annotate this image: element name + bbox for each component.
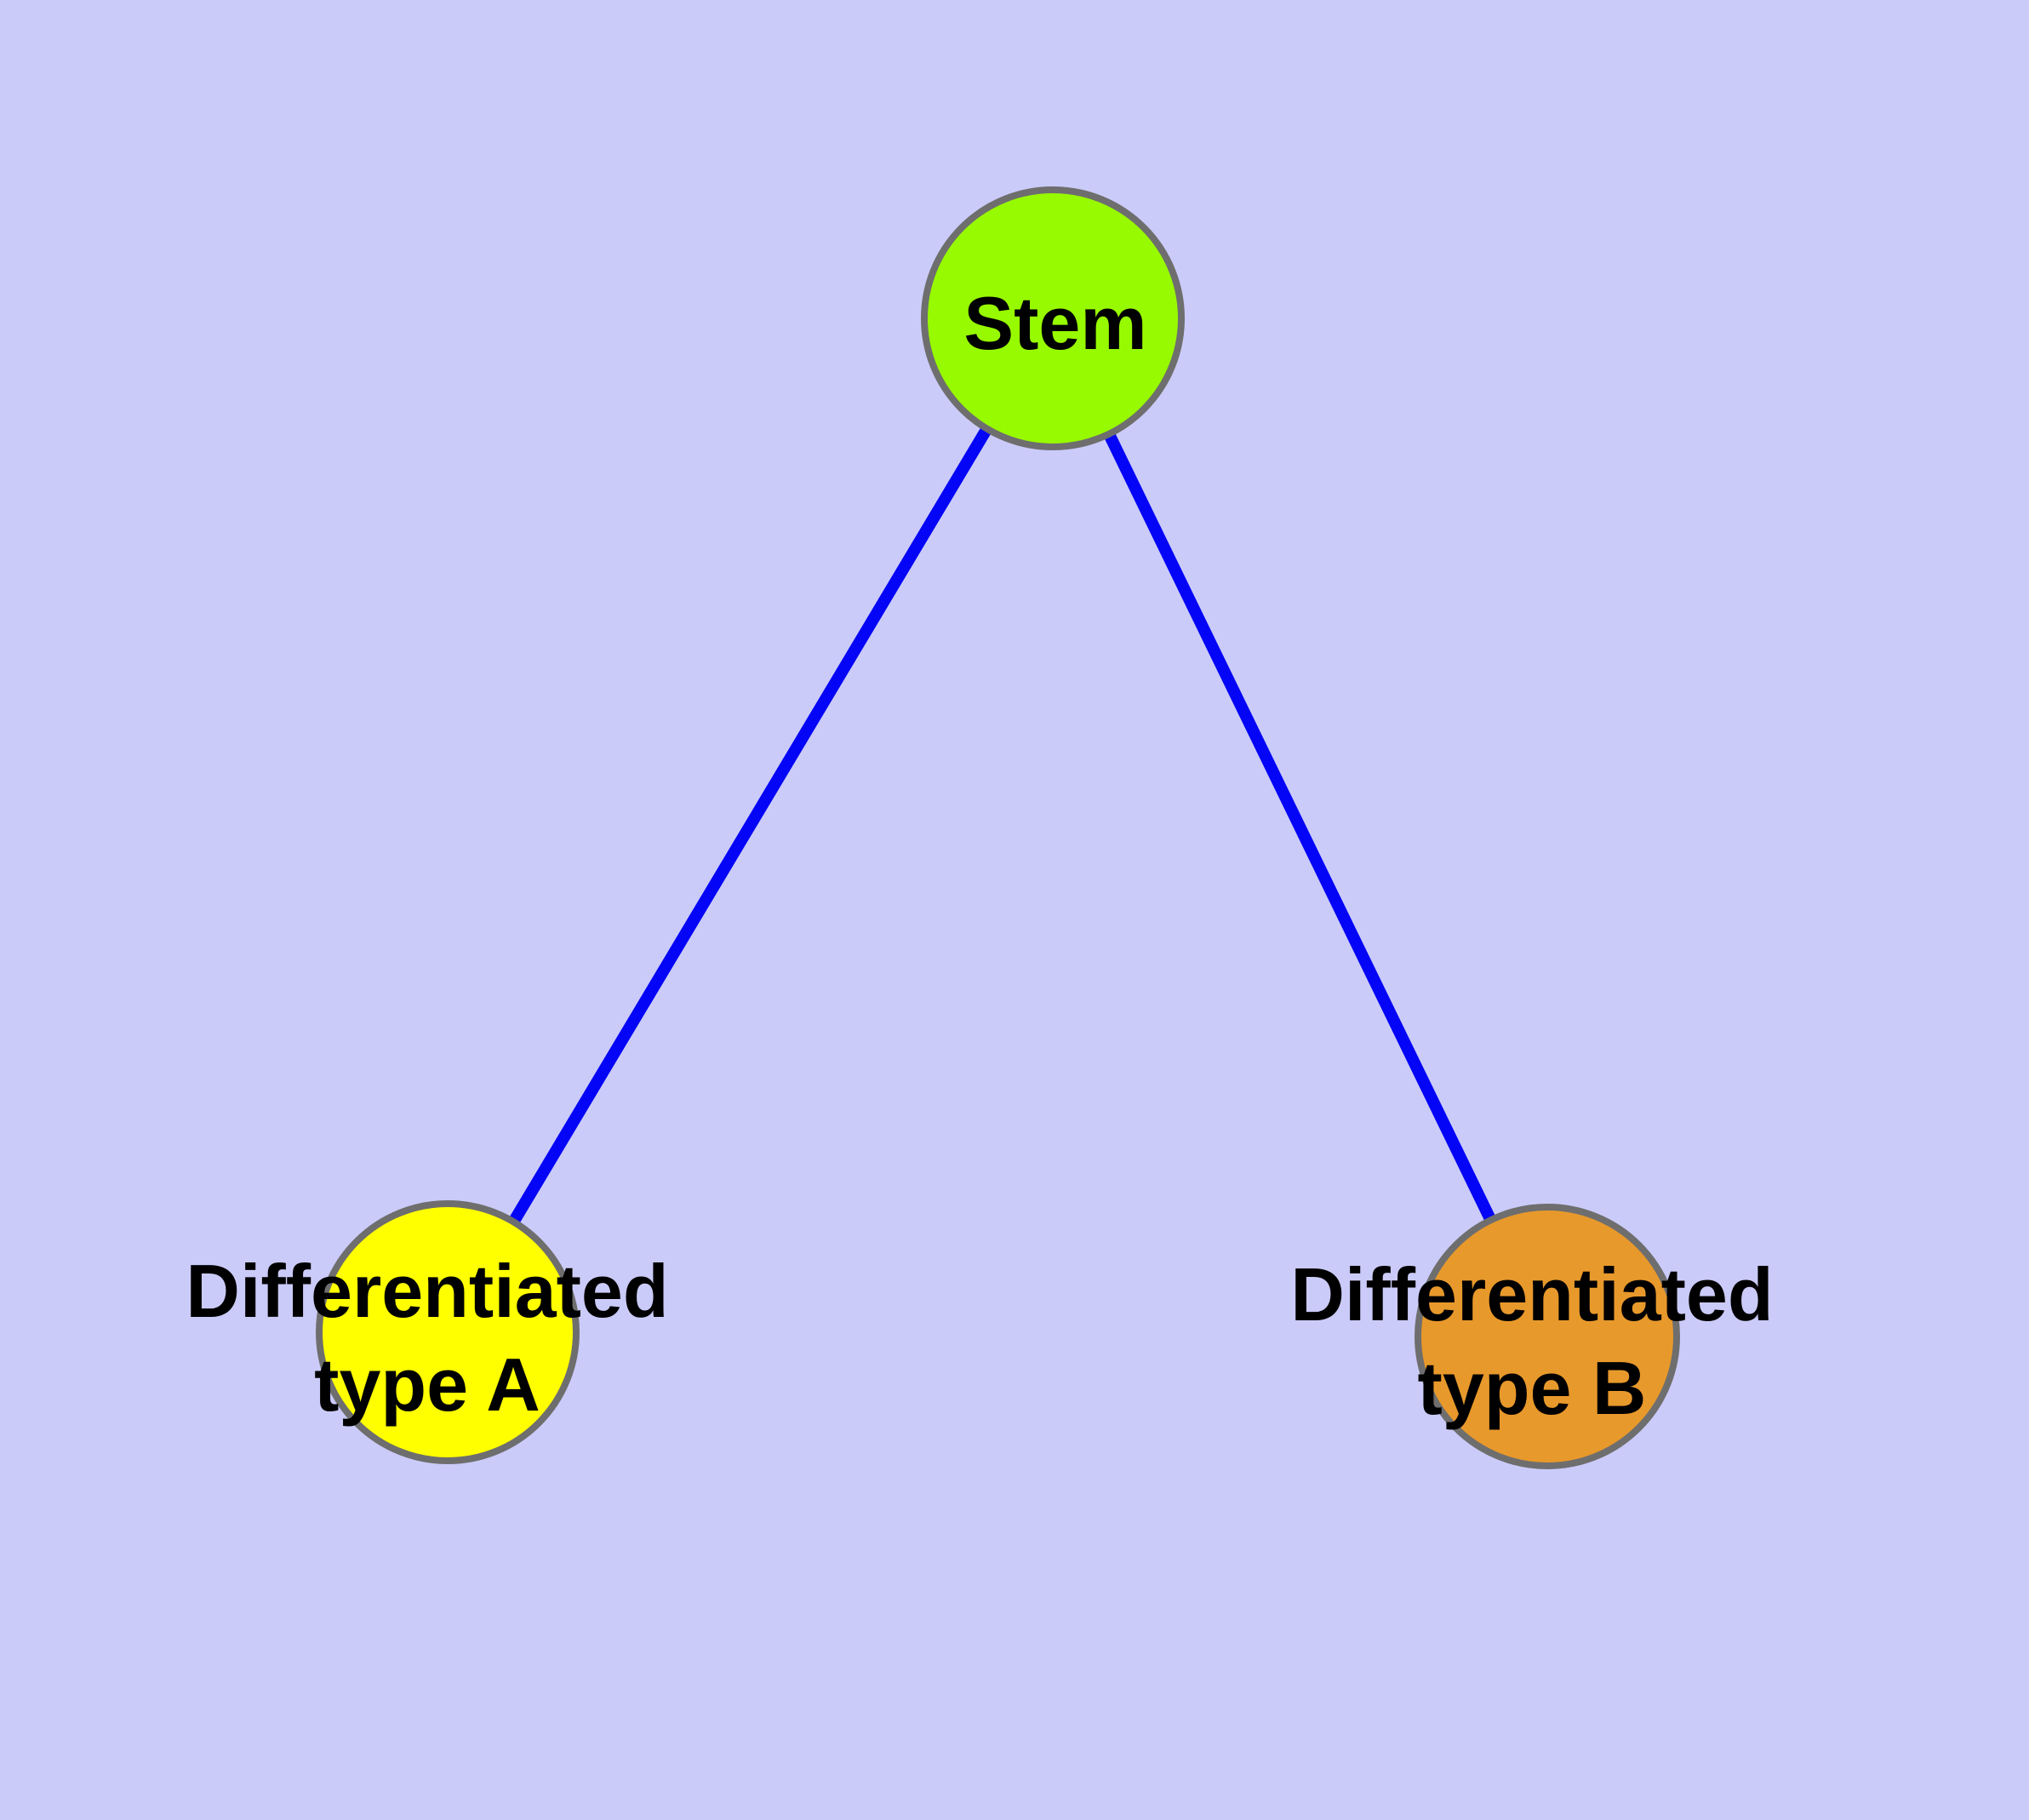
node-stem-label: Stem [963,281,1146,365]
node-type-a-label-line1: Differentiated [186,1249,668,1333]
node-type-b-label-line1: Differentiated [1290,1252,1773,1336]
node-differentiated-type-a [316,1200,580,1464]
label-layer: Stem Differentiated type A Differentiate… [186,281,1773,1430]
node-type-a-label-line2: type A [314,1342,540,1427]
edge-layer [442,315,1553,1340]
node-layer [316,186,1680,1469]
edge-stem-to-type-a [442,315,1059,1336]
edge-stem-to-type-b [1047,315,1553,1340]
node-differentiated-type-b [1415,1204,1680,1469]
node-stem [921,186,1185,450]
node-type-b-label-line2: type B [1418,1346,1647,1430]
